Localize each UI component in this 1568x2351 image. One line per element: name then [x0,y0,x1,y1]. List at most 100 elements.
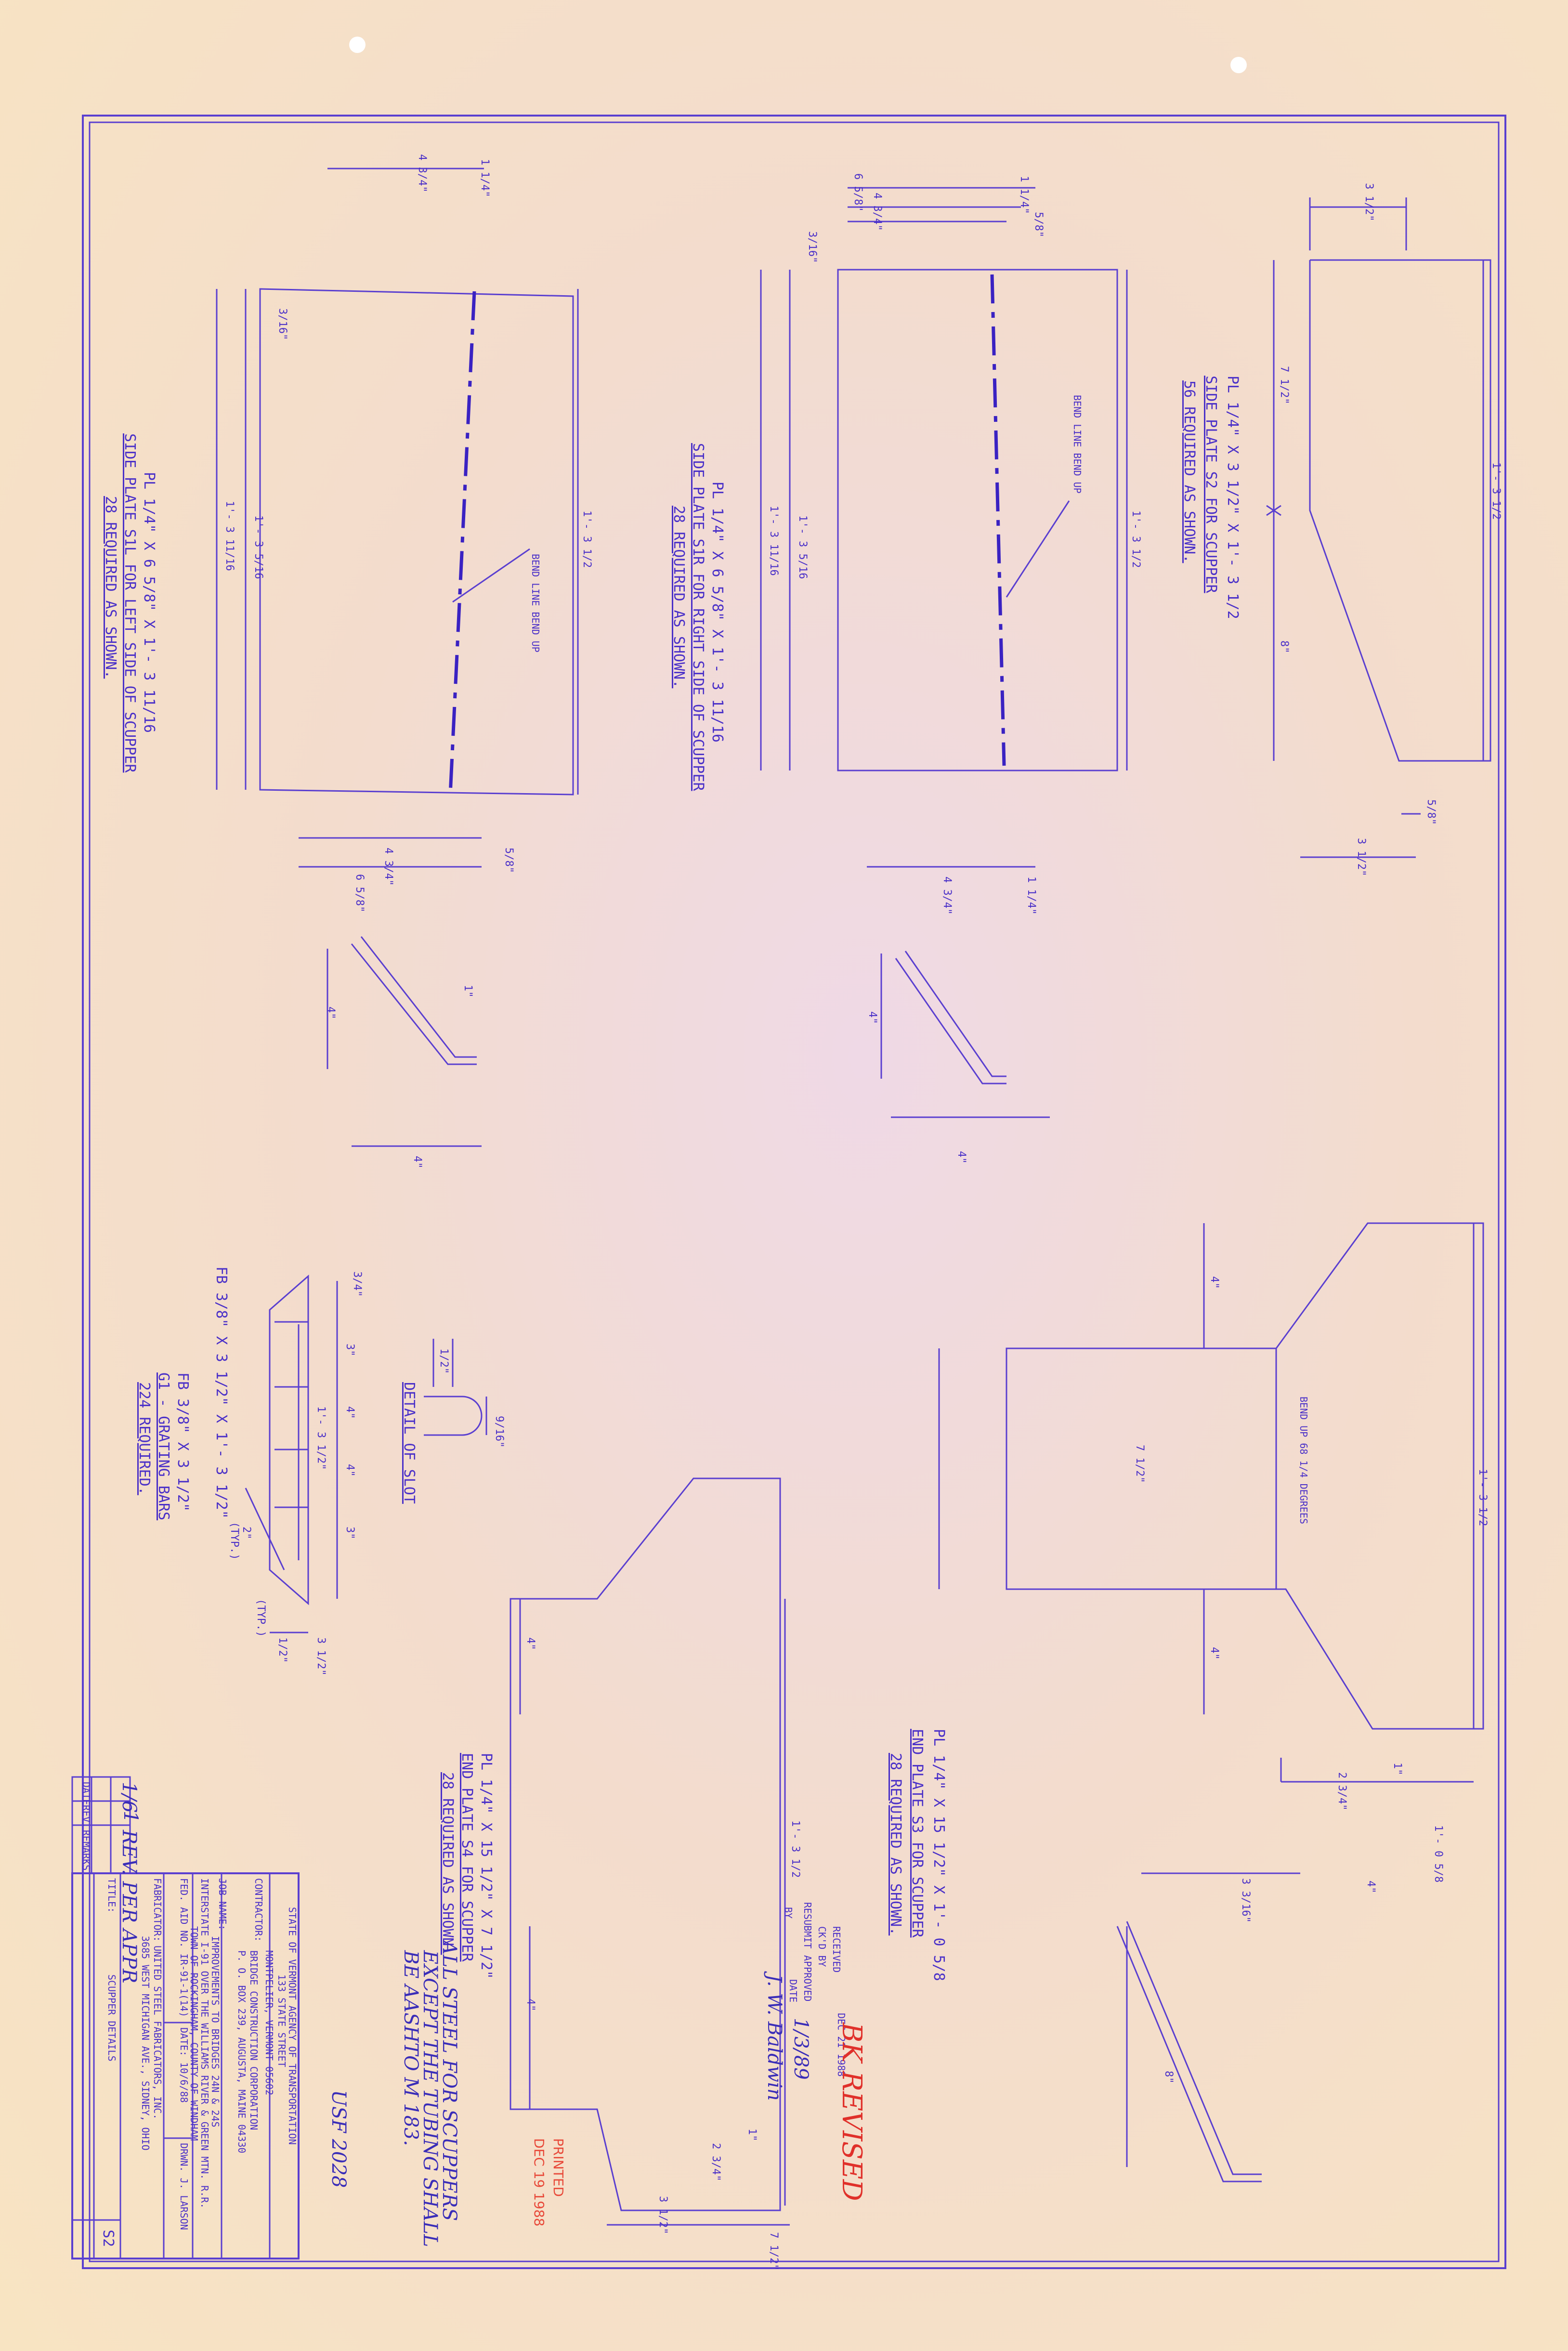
stamp-approved: APPROVED [802,1955,813,2001]
grating-desc: G1 - GRATING BARS [155,1372,172,1520]
drawing-border [82,115,1506,2269]
stamp-date: DATE [787,1979,799,2002]
dim-s1r-b2: 4 3/4" [941,876,953,914]
plate-s1l-req: 28 REQUIRED AS SHOWN. [102,496,119,679]
dim-s3-f: 1" [1391,1763,1403,1776]
dim-s4-f: 1" [746,2129,758,2142]
svg-text:DEC 21 1988: DEC 21 1988 [836,2013,847,2077]
tb-contractor-label: CONTRACTOR: [253,1878,264,1942]
dim-s1r-i: 4" [866,1011,878,1024]
dim-s1l-d: 5/8" [503,848,515,873]
tb-rev-date: 1/6 [118,1782,140,1813]
note-line-3: BE AASHTO M 183. [400,1950,422,2146]
tb-job-3: TOWN OF ROCKINGHAM, COUNTY OF WINDHAM [188,1926,200,2141]
dim-g1-e: 3" [344,1527,356,1540]
tb-sheet: S2 [100,2230,117,2247]
grating-req: 224 REQUIRED. [136,1382,153,1495]
dim-s2-a: 7 1/2" [1278,366,1290,404]
dim-s2-bot: 3 1/2" [1355,838,1367,876]
dim-g1-a: 3/4" [351,1271,363,1297]
dim-s1r-a: 6 5/8" [852,173,864,211]
plate-s1l-section [327,936,482,1147]
dim-s4-c: 3 1/2" [657,2196,669,2234]
plate-s1r-drawing [760,187,1128,868]
dim-s2-c: 5/8" [1425,799,1437,825]
dim-g1-c: 4" [344,1406,356,1419]
dim-s3-g: 3 3/16" [1240,1878,1252,1923]
note-line-1: ALL STEEL FOR SCUPPERS [438,1939,460,2221]
printed-stamp: PRINTED [550,2138,566,2197]
dim-s1r-i2: 4" [955,1151,967,1164]
dim-s1r-b: 4 3/4" [871,193,883,231]
dim-s3-a: 1'- 3 1/2 [1477,1469,1489,1526]
plate-s1r-title: PL 1/4" X 6 5/8" X 1'- 3 11/16 [709,482,726,743]
dim-s1l-b: 4 3/4" [416,154,428,192]
dim-s4-e: 2 3/4" [710,2143,722,2181]
dim-s4-b: 4" [524,1637,536,1650]
dim-s1l-a: 6 5/8" [353,874,366,912]
dim-s3-h: 8" [1163,2071,1175,2084]
tb-h-date: DATE [80,1782,92,1805]
tb-fab-name: UNITED STEEL FABRICATORS, INC. [152,1946,163,2119]
dim-g1-j: 3 1/2" [315,1637,327,1675]
plate-s2-desc: SIDE PLATE S2 FOR SCUPPER [1202,376,1219,593]
dim-s2-top: 3 1/2" [1363,183,1375,221]
stamp-signature: J. W. Baldwin [763,1971,785,2101]
tb-job-1: IMPROVEMENTS TO BRIDGES 24N & 24S [209,1936,221,2127]
tb-rev-remark: REV. PER APPR [118,1829,140,1983]
plate-s3-title: PL 1/4" X 15 1/2" X 1'- 0 5/8 [930,1729,947,1981]
dim-s1r-d: 5/8" [1032,212,1045,237]
dim-s1l-g: 1'- 3 5/16 [252,515,264,579]
tb-h-rev: REV. [80,1805,92,1828]
plate-s3-desc: END PLATE S3 FOR SCUPPER [909,1729,926,1938]
dim-s3-e: 2 3/4" [1336,1772,1348,1810]
slot-dim-b: 9/16" [493,1416,505,1448]
dim-s1r-c2: 1 1/4" [1025,876,1037,914]
dim-s1r-c: 1 1/4" [1018,176,1030,214]
tb-rev-num: 1 [119,1811,142,1823]
plate-s3-req: 28 REQUIRED AS SHOWN. [887,1753,904,1935]
dim-s1l-c: 1 1/4" [479,159,491,197]
dim-s1r-g: 1'- 3 5/16 [797,515,809,579]
dim-s3-b3: 4" [1365,1881,1377,1894]
tb-job-2: INTERSTATE I-91 OVER THE WILLIAMS RIVER … [199,1878,210,2208]
plate-s4-req: 28 REQUIRED AS SHOWN. [439,1772,456,1955]
punch-hole [1230,57,1247,73]
dim-g1-g: 2" [240,1527,252,1540]
plate-s2-req: 56 REQUIRED AS SHOWN. [1181,380,1198,563]
dim-s4-a: 1'- 3 1/2 [789,1820,801,1878]
plate-s1l-title: PL 1/4" X 6 5/8" X 1'- 3 11/16 [141,472,157,733]
drawing-inner-border [89,121,1500,2262]
plate-s3-drawing [938,1222,1484,2182]
plate-s2-title: PL 1/4" X 3 1/2" X 1'- 3 1/2 [1224,376,1241,619]
dim-s1r-e: 3/16" [806,231,818,263]
tb-contractor: BRIDGE CONSTRUCTION CORPORATION [248,1950,260,2130]
stamp-by: BY [783,1907,794,1919]
tb-agency: STATE OF VERMONT AGENCY OF TRANSPORTATIO… [287,1907,298,2145]
tb-title: SCUPPER DETAILS [106,1974,118,2062]
stamp-ckd: CK'D BY [816,1926,828,1967]
title-block [71,1776,300,2260]
dim-g1-d: 4" [344,1464,356,1477]
dim-s1l-b2: 4 3/4" [382,848,394,886]
plate-s4-desc: END PLATE S4 FOR SCUPPER [458,1753,475,1962]
plate-s1r-bend: BEND LINE BEND UP [1071,395,1083,494]
dim-g1-h2: (TYP.) [255,1599,267,1637]
plate-s1r-section [880,951,1050,1118]
job-handwritten: USF 2028 [327,2090,350,2188]
dim-s4-b2: 4" [524,1998,536,2011]
slot-title: DETAIL OF SLOT [401,1382,418,1504]
stamp-received: RECEIVED [831,1926,842,1972]
tb-fed: FED. AID NO. IR-91-1(14) [178,1878,190,2017]
tb-title-label: TITLE: [106,1878,118,1913]
grating-bar-drawing [245,1274,338,1633]
plate-s4-drawing [510,1477,790,2226]
tb-fab-label: FABRICATOR: [152,1878,163,1942]
grating-fb2: FB 3/8" X 3 1/2" [174,1372,191,1512]
dim-g1-h: (TYP.) [228,1522,240,1560]
dim-g1-f: 1'- 3 1/2" [315,1406,327,1470]
punch-hole [349,37,366,53]
dim-s4-d: 7 1/2" [768,2232,780,2270]
